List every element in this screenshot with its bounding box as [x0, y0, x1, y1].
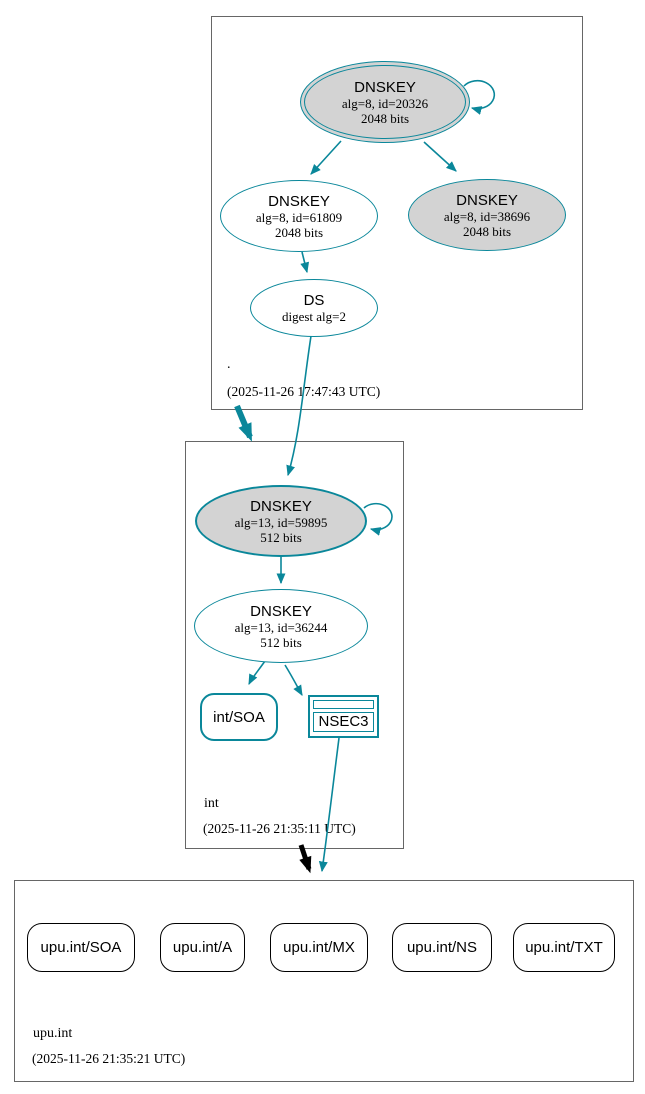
rrset-node-upu-int-txt[interactable]: upu.int/TXT [513, 923, 615, 972]
zone-label-root: . [227, 357, 231, 372]
zone-timestamp-root: (2025-11-26 17:47:43 UTC) [227, 384, 381, 399]
node-title: DNSKEY [456, 191, 518, 209]
node-title: DNSKEY [354, 78, 416, 96]
rrset-label: upu.int/TXT [525, 939, 603, 956]
rrset-label: int/SOA [213, 708, 265, 726]
dnskey-node-root-ksk[interactable]: DNSKEY alg=8, id=20326 2048 bits [300, 61, 470, 143]
edge-root-to-int-delegation [234, 404, 253, 442]
node-title: DNSKEY [268, 192, 330, 210]
node-bits: 2048 bits [274, 224, 324, 240]
rrset-label: upu.int/MX [283, 939, 355, 956]
rrset-node-upu-int-a[interactable]: upu.int/A [160, 923, 245, 972]
rrset-node-upu-int-ns[interactable]: upu.int/NS [392, 923, 492, 972]
nsec3-header-bar [313, 700, 374, 709]
zone-box-upu-int [14, 880, 634, 1082]
node-bits: 512 bits [260, 529, 302, 545]
dnskey-node-root-38696[interactable]: DNSKEY alg=8, id=38696 2048 bits [408, 179, 566, 251]
node-title: DNSKEY [250, 497, 312, 515]
zone-label-upu-int: upu.int [33, 1026, 73, 1041]
node-alg-id: alg=13, id=59895 [234, 514, 328, 530]
node-bits: 2048 bits [462, 223, 512, 239]
rrset-node-upu-int-soa[interactable]: upu.int/SOA [27, 923, 135, 972]
nsec3-node[interactable]: NSEC3 [308, 695, 379, 738]
rrset-node-upu-int-mx[interactable]: upu.int/MX [270, 923, 368, 972]
rrset-label: upu.int/SOA [40, 939, 122, 956]
rrset-label: upu.int/A [172, 939, 233, 956]
node-digest-alg: digest alg=2 [281, 309, 347, 324]
zone-box-root [211, 16, 583, 410]
node-bits: 512 bits [260, 634, 302, 650]
node-alg-id: alg=8, id=20326 [341, 95, 429, 111]
node-alg-id: alg=13, id=36244 [234, 619, 328, 635]
node-title: DS [303, 292, 325, 309]
node-alg-id: alg=8, id=38696 [443, 208, 531, 224]
dnskey-node-root-zsk[interactable]: DNSKEY alg=8, id=61809 2048 bits [220, 180, 378, 252]
zone-timestamp-upu-int: (2025-11-26 21:35:21 UTC) [32, 1051, 186, 1066]
zone-timestamp-int: (2025-11-26 21:35:11 UTC) [203, 821, 356, 836]
ds-node-root[interactable]: DS digest alg=2 [250, 279, 378, 337]
nsec3-label: NSEC3 [313, 712, 374, 732]
rrset-node-int-soa[interactable]: int/SOA [200, 693, 278, 741]
node-alg-id: alg=8, id=61809 [255, 209, 343, 225]
zone-label-int: int [204, 796, 219, 811]
dnskey-node-int-ksk[interactable]: DNSKEY alg=13, id=59895 512 bits [195, 485, 367, 557]
node-title: DNSKEY [250, 602, 312, 620]
node-bits: 2048 bits [360, 110, 410, 126]
dnskey-node-int-zsk[interactable]: DNSKEY alg=13, id=36244 512 bits [194, 589, 368, 663]
rrset-label: upu.int/NS [406, 939, 478, 956]
